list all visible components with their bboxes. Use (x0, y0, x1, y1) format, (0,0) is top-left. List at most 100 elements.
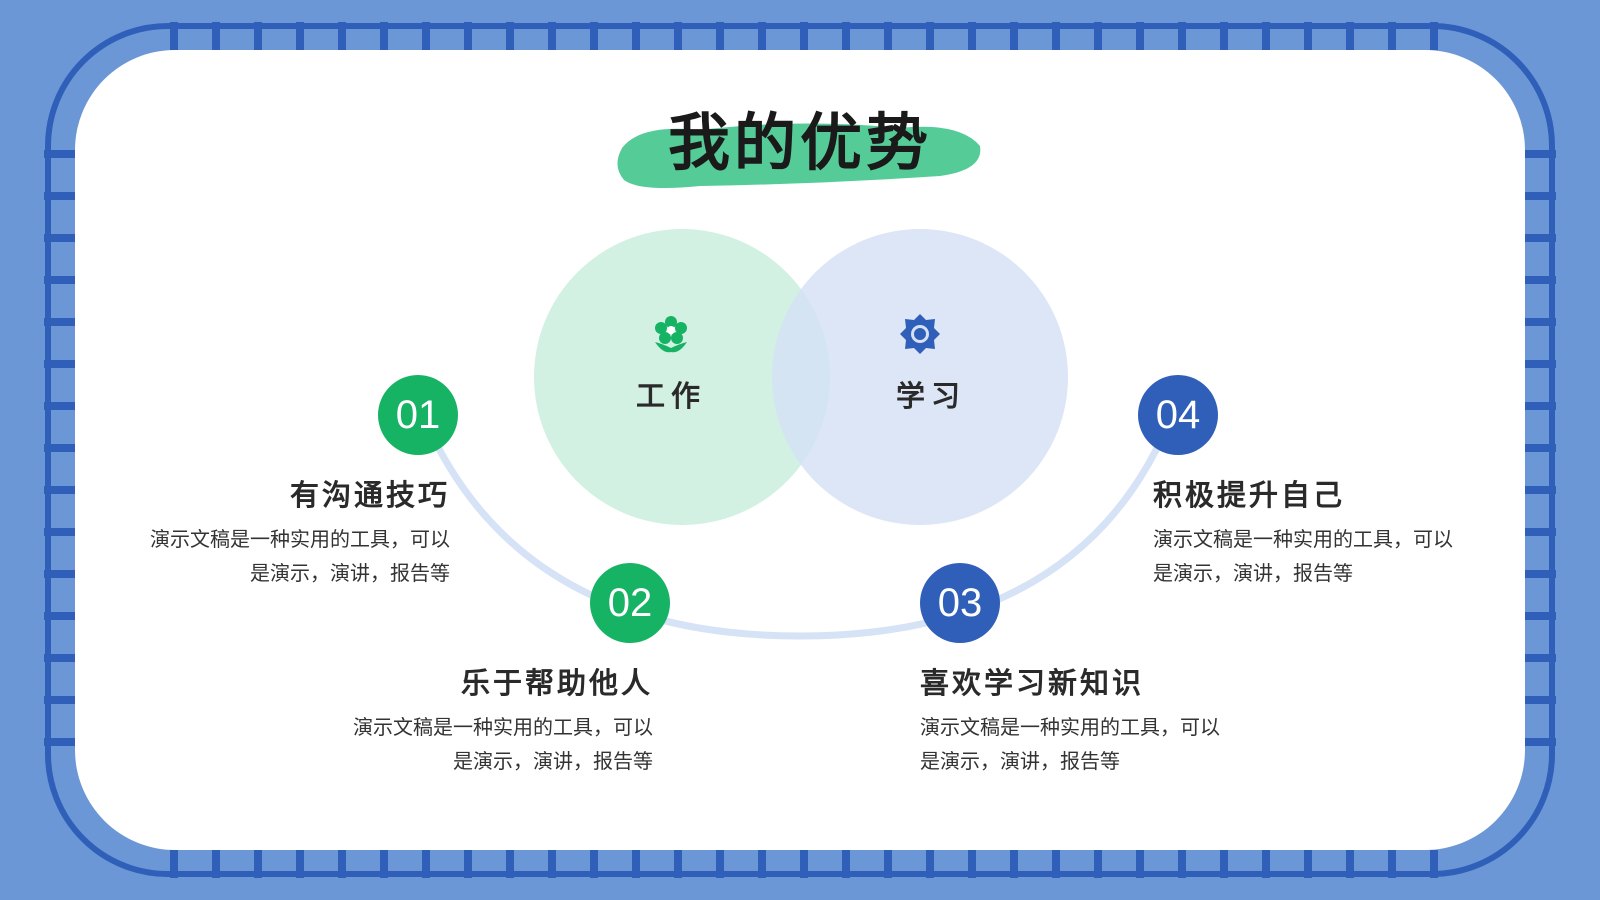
item-desc-01: 演示文稿是一种实用的工具，可以 是演示，演讲，报告等 (110, 522, 450, 590)
comb-tooth (968, 850, 976, 878)
item-title-02: 乐于帮助他人 (460, 666, 653, 700)
comb-tooth (716, 22, 724, 50)
comb-tooth (1525, 318, 1556, 326)
comb-tooth (338, 22, 346, 50)
comb-tooth (44, 402, 75, 410)
comb-tooth (1220, 850, 1228, 878)
comb-tooth (968, 22, 976, 50)
comb-tooth (44, 612, 75, 620)
comb-tooth (632, 22, 640, 50)
comb-tooth (212, 22, 220, 50)
comb-tooth (1525, 402, 1556, 410)
item-desc-04-line1: 演示文稿是一种实用的工具，可以 (1153, 527, 1453, 551)
page-title: 我的优势 (667, 106, 932, 179)
comb-tooth (1525, 696, 1556, 704)
comb-tooth (44, 444, 75, 452)
comb-tooth (1525, 444, 1556, 452)
badge-03: 03 (920, 563, 1000, 643)
comb-tooth (1178, 850, 1186, 878)
item-desc-04: 演示文稿是一种实用的工具，可以 是演示，演讲，报告等 (1153, 522, 1493, 590)
comb-tooth (674, 850, 682, 878)
gear-icon (898, 312, 940, 354)
comb-tooth (590, 22, 598, 50)
comb-frame (45, 23, 1555, 877)
comb-tooth (44, 738, 75, 746)
comb-tooth (1525, 612, 1556, 620)
item-desc-04-line2: 是演示，演讲，报告等 (1153, 561, 1353, 585)
comb-tooth (1525, 486, 1556, 494)
comb-tooth (1525, 360, 1556, 368)
comb-tooth (842, 22, 850, 50)
badge-02: 02 (590, 563, 670, 643)
timeline-arc (421, 418, 1174, 640)
comb-tooth (1525, 528, 1556, 536)
comb-tooth (590, 850, 598, 878)
comb-tooth (44, 318, 75, 326)
comb-tooth (44, 570, 75, 578)
comb-tooth (464, 22, 472, 50)
comb-tooth (674, 22, 682, 50)
comb-tooth (1346, 22, 1354, 50)
comb-tooth (800, 22, 808, 50)
comb-tooth (212, 850, 220, 878)
comb-tooth (1525, 192, 1556, 200)
comb-tooth (1094, 22, 1102, 50)
comb-tooth (170, 850, 178, 878)
comb-tooth (1525, 570, 1556, 578)
comb-tooth (1430, 22, 1438, 50)
venn-label-study: 学习 (896, 379, 967, 413)
flower-icon (651, 314, 691, 354)
comb-tooth (422, 850, 430, 878)
comb-tooth (1094, 850, 1102, 878)
comb-tooth (842, 850, 850, 878)
comb-tooth (800, 850, 808, 878)
comb-tooth (1304, 850, 1312, 878)
comb-tooth (1304, 22, 1312, 50)
item-desc-01-line1: 演示文稿是一种实用的工具，可以 (150, 527, 450, 551)
comb-tooth (506, 850, 514, 878)
comb-tooth (548, 850, 556, 878)
comb-tooth (1220, 22, 1228, 50)
comb-tooth (44, 150, 75, 158)
comb-tooth (1430, 850, 1438, 878)
comb-tooth (884, 850, 892, 878)
item-title-01: 有沟通技巧 (289, 478, 450, 512)
comb-tooth (254, 850, 262, 878)
comb-tooth (1010, 22, 1018, 50)
comb-tooth (884, 22, 892, 50)
comb-tooth (1388, 850, 1396, 878)
comb-tooth (44, 192, 75, 200)
comb-tooth (1525, 276, 1556, 284)
comb-tooth (1136, 22, 1144, 50)
comb-tooth (296, 22, 304, 50)
item-desc-02: 演示文稿是一种实用的工具，可以 是演示，演讲，报告等 (313, 710, 653, 778)
comb-tooth (1525, 738, 1556, 746)
comb-tooth (44, 696, 75, 704)
comb-tooth (1525, 234, 1556, 242)
comb-tooth (1262, 22, 1270, 50)
comb-tooth (464, 850, 472, 878)
item-desc-02-line1: 演示文稿是一种实用的工具，可以 (353, 715, 653, 739)
comb-tooth (926, 850, 934, 878)
badge-01: 01 (378, 375, 458, 455)
item-desc-02-line2: 是演示，演讲，报告等 (453, 749, 653, 773)
title-highlight-brush (617, 123, 981, 188)
comb-tooth (1525, 150, 1556, 158)
venn-circle-right (772, 229, 1068, 525)
comb-tooth (1262, 850, 1270, 878)
comb-tooth (44, 486, 75, 494)
comb-tooth (44, 234, 75, 242)
comb-tooth (926, 22, 934, 50)
comb-tooth (1136, 850, 1144, 878)
comb-tooth (44, 360, 75, 368)
comb-tooth (758, 22, 766, 50)
comb-tooth (758, 850, 766, 878)
comb-tooth (632, 850, 640, 878)
comb-tooth (380, 850, 388, 878)
comb-tooth (170, 22, 178, 50)
item-title-03: 喜欢学习新知识 (920, 666, 1145, 700)
venn-label-work: 工作 (636, 379, 707, 413)
badge-04: 04 (1138, 375, 1218, 455)
